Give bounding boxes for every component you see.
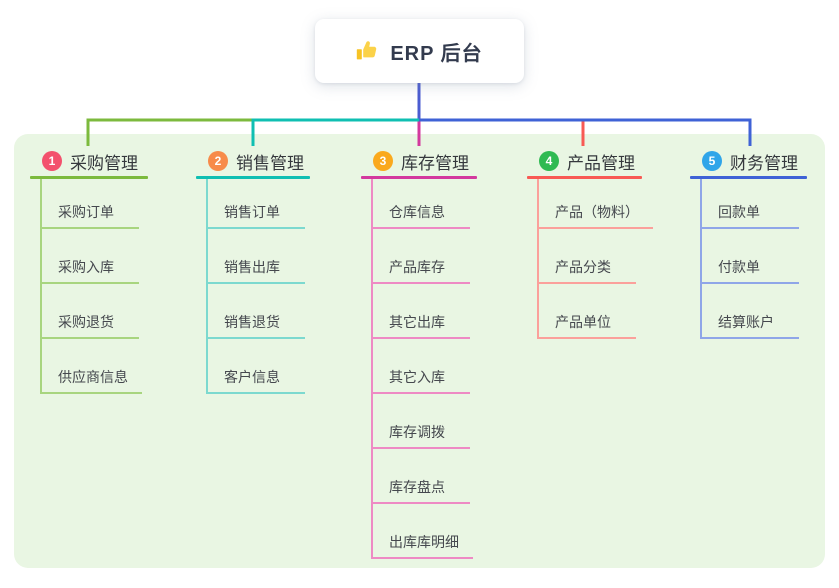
branch-1-item-4[interactable]: 供应商信息 xyxy=(42,339,142,394)
branch-1-column: 1 采购管理采购订单采购入库采购退货供应商信息 xyxy=(30,149,148,394)
branch-5-number-badge: 5 xyxy=(702,151,722,171)
branch-3-item-5[interactable]: 库存调拨 xyxy=(373,394,470,449)
branch-4-items: 产品（物料）产品分类产品单位 xyxy=(537,179,653,339)
branch-3-title: 库存管理 xyxy=(401,153,469,173)
branch-4-header[interactable]: 4 产品管理 xyxy=(527,149,642,173)
branch-2-column: 2 销售管理销售订单销售出库销售退货客户信息 xyxy=(196,149,310,394)
branch-3-item-4[interactable]: 其它入库 xyxy=(373,339,470,394)
root-node[interactable]: ERP 后台 xyxy=(315,19,524,83)
branch-4-item-3[interactable]: 产品单位 xyxy=(539,284,636,339)
branch-1-items: 采购订单采购入库采购退货供应商信息 xyxy=(40,179,142,394)
root-title: ERP 后台 xyxy=(390,42,483,65)
branch-3-item-7[interactable]: 出库库明细 xyxy=(373,504,473,559)
branch-5-item-2[interactable]: 付款单 xyxy=(702,229,799,284)
branch-2-item-4[interactable]: 客户信息 xyxy=(208,339,305,394)
branch-5-title: 财务管理 xyxy=(730,153,798,173)
branch-4-item-1[interactable]: 产品（物料） xyxy=(539,179,653,229)
branch-2-header[interactable]: 2 销售管理 xyxy=(196,149,310,173)
branch-1-item-2[interactable]: 采购入库 xyxy=(42,229,139,284)
branch-3-item-3[interactable]: 其它出库 xyxy=(373,284,470,339)
branch-3-item-2[interactable]: 产品库存 xyxy=(373,229,470,284)
branch-1-number-badge: 1 xyxy=(42,151,62,171)
branch-1-item-1[interactable]: 采购订单 xyxy=(42,179,139,229)
branch-2-items: 销售订单销售出库销售退货客户信息 xyxy=(206,179,305,394)
branch-1-title: 采购管理 xyxy=(70,153,138,173)
branch-4-column: 4 产品管理产品（物料）产品分类产品单位 xyxy=(527,149,653,339)
branch-2-item-3[interactable]: 销售退货 xyxy=(208,284,305,339)
branch-4-number-badge: 4 xyxy=(539,151,559,171)
branches-panel xyxy=(14,134,825,568)
branch-1-header[interactable]: 1 采购管理 xyxy=(30,149,148,173)
branch-2-item-2[interactable]: 销售出库 xyxy=(208,229,305,284)
branch-1-item-3[interactable]: 采购退货 xyxy=(42,284,139,339)
branch-5-item-3[interactable]: 结算账户 xyxy=(702,284,799,339)
branch-4-item-2[interactable]: 产品分类 xyxy=(539,229,636,284)
branch-3-item-6[interactable]: 库存盘点 xyxy=(373,449,470,504)
branch-2-number-badge: 2 xyxy=(208,151,228,171)
branch-3-header-underline xyxy=(361,176,477,179)
branch-2-header-underline xyxy=(196,176,310,179)
branch-5-header-underline xyxy=(690,176,807,179)
thumbs-up-icon xyxy=(356,39,380,63)
branch-3-column: 3 库存管理仓库信息产品库存其它出库其它入库库存调拨库存盘点出库库明细 xyxy=(361,149,477,559)
branch-3-number-badge: 3 xyxy=(373,151,393,171)
branch-4-header-underline xyxy=(527,176,642,179)
branch-5-header[interactable]: 5 财务管理 xyxy=(690,149,807,173)
branch-2-item-1[interactable]: 销售订单 xyxy=(208,179,305,229)
branch-5-items: 回款单付款单结算账户 xyxy=(700,179,799,339)
branch-5-item-1[interactable]: 回款单 xyxy=(702,179,799,229)
branch-3-header[interactable]: 3 库存管理 xyxy=(361,149,477,173)
branch-2-title: 销售管理 xyxy=(236,153,304,173)
branch-1-header-underline xyxy=(30,176,148,179)
branch-4-title: 产品管理 xyxy=(567,153,635,173)
branch-5-column: 5 财务管理回款单付款单结算账户 xyxy=(690,149,807,339)
branch-3-items: 仓库信息产品库存其它出库其它入库库存调拨库存盘点出库库明细 xyxy=(371,179,473,559)
branch-3-item-1[interactable]: 仓库信息 xyxy=(373,179,470,229)
